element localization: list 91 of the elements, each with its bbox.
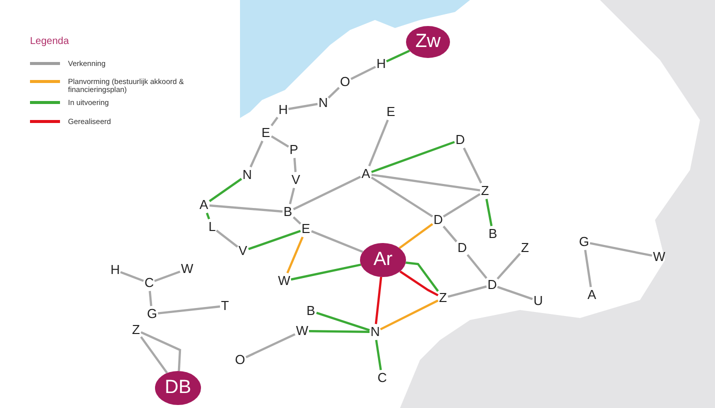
- place-label: L: [208, 220, 216, 234]
- place-label: A: [200, 198, 208, 212]
- route-line: [584, 250, 592, 288]
- route-line: [442, 226, 458, 242]
- route-line: [328, 86, 340, 99]
- place-label: A: [362, 167, 370, 181]
- place-label: C: [144, 276, 154, 290]
- route-line: [398, 223, 434, 249]
- place-label: W: [653, 250, 666, 264]
- legend-title: Legenda: [30, 36, 69, 47]
- place-label: G: [147, 307, 158, 321]
- place-label: E: [302, 222, 310, 236]
- route-line: [462, 148, 482, 184]
- route-line: [120, 271, 144, 282]
- route-line: [288, 102, 318, 110]
- route-line: [380, 300, 438, 330]
- place-label: N: [242, 168, 252, 182]
- route-line: [497, 286, 533, 300]
- route-line: [292, 216, 302, 225]
- route-line: [148, 290, 152, 306]
- city-marker: Ar: [360, 243, 406, 277]
- place-label: H: [278, 103, 288, 117]
- route-line: [208, 178, 242, 202]
- route-line: [154, 270, 180, 282]
- route-line: [375, 340, 382, 370]
- route-line: [248, 230, 301, 250]
- place-label: A: [588, 288, 596, 302]
- place-label: Z: [481, 184, 489, 198]
- place-label: W: [296, 324, 308, 338]
- route-line: [140, 331, 182, 372]
- place-label: H: [110, 263, 120, 277]
- route-line: [250, 140, 264, 168]
- place-label: N: [370, 325, 380, 339]
- route-line: [399, 270, 439, 296]
- place-label: Z: [132, 323, 140, 337]
- place-label: G: [579, 235, 590, 249]
- place-label: P: [290, 143, 298, 157]
- place-label: B: [284, 205, 292, 219]
- route-line: [371, 140, 455, 174]
- route-line: [246, 333, 296, 358]
- route-line: [216, 230, 238, 248]
- route-line: [350, 66, 376, 80]
- place-label: H: [376, 57, 386, 71]
- place-label: D: [488, 278, 497, 292]
- place-label: N: [318, 96, 328, 110]
- route-line: [448, 285, 487, 298]
- place-label: O: [235, 353, 246, 367]
- place-label: C: [378, 371, 387, 385]
- place-label: U: [534, 294, 543, 308]
- route-line: [308, 330, 370, 333]
- route-line: [442, 193, 481, 218]
- place-label: T: [221, 299, 229, 313]
- route-line: [466, 254, 488, 279]
- place-label: D: [458, 241, 467, 255]
- route-line: [158, 305, 220, 314]
- route-line: [496, 252, 521, 280]
- route-line: [293, 176, 361, 210]
- route-line: [406, 262, 439, 292]
- place-label: D: [456, 133, 465, 147]
- route-line: [286, 236, 304, 274]
- place-label: O: [340, 75, 350, 89]
- route-line: [371, 174, 480, 192]
- route-line: [209, 204, 283, 213]
- route-line: [140, 336, 168, 374]
- place-label: V: [292, 173, 300, 187]
- place-label: W: [278, 274, 290, 288]
- place-label: E: [386, 105, 396, 119]
- route-line: [386, 50, 410, 62]
- route-line: [370, 176, 434, 218]
- route-line: [290, 264, 362, 281]
- route-line: [590, 242, 652, 257]
- route-line: [293, 158, 297, 172]
- route-line: [288, 188, 296, 204]
- route-line: [206, 212, 210, 220]
- city-marker: Zw: [406, 26, 450, 58]
- route-line: [485, 198, 493, 226]
- place-label: V: [238, 244, 248, 258]
- place-label: Z: [521, 241, 529, 255]
- route-line: [368, 120, 389, 166]
- route-line: [270, 135, 290, 148]
- place-label: E: [262, 126, 270, 140]
- route-line: [316, 312, 370, 332]
- place-label: B: [488, 227, 498, 241]
- route-line: [374, 276, 382, 324]
- place-label: Z: [439, 291, 447, 305]
- place-label: B: [306, 304, 316, 318]
- place-label: W: [181, 262, 194, 276]
- route-line: [270, 116, 278, 126]
- route-line: [311, 230, 364, 253]
- place-label: D: [434, 213, 443, 227]
- city-marker: DB: [155, 371, 201, 405]
